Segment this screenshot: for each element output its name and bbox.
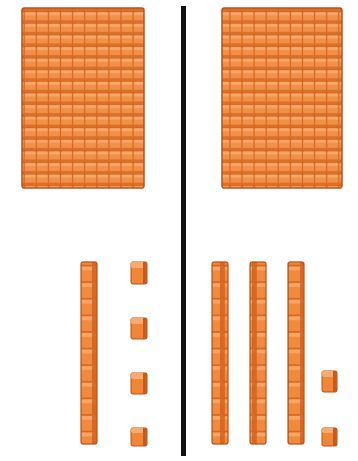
right-unit-cube — [322, 428, 337, 446]
left-unit-cube — [131, 262, 147, 284]
left-unit-cube — [131, 373, 147, 394]
right-ten-rod — [212, 262, 228, 444]
divider-line — [181, 6, 186, 456]
right-ten-rod — [250, 262, 266, 444]
left-unit-cube — [131, 428, 147, 446]
left-unit-cube — [131, 318, 147, 339]
right-hundred-flat — [222, 8, 342, 188]
right-ten-rod — [288, 262, 304, 444]
left-hundred-flat — [22, 8, 144, 188]
left-ten-rod — [81, 262, 97, 444]
right-unit-cube — [322, 371, 337, 392]
